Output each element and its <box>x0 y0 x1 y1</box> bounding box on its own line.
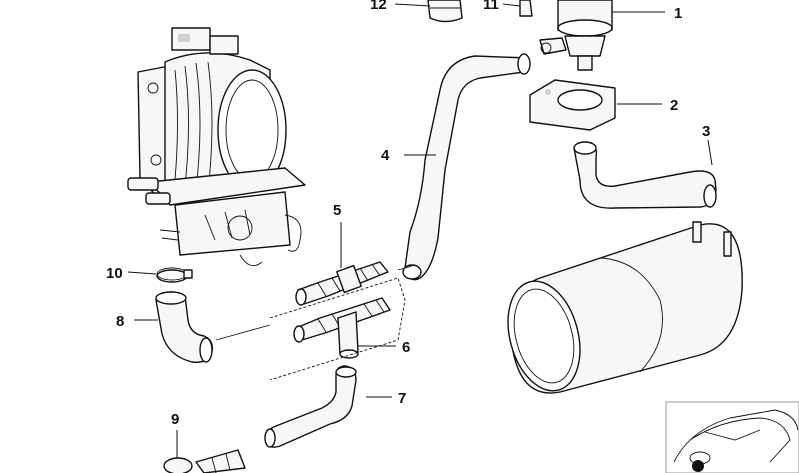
callout-2: 2 <box>670 97 678 114</box>
part-11-clip <box>519 0 533 17</box>
part-4-hose <box>402 53 531 281</box>
part-6-t-connector <box>293 297 391 359</box>
callout-5: 5 <box>333 202 341 219</box>
part-12-fitting <box>427 0 463 23</box>
callout-4: 4 <box>381 147 390 164</box>
carbon-canister <box>507 221 743 394</box>
throttle-body <box>127 27 306 267</box>
part-5-connector <box>295 261 389 306</box>
leader-lines <box>127 3 713 458</box>
part-9-connector <box>163 449 246 473</box>
car-location-thumbnail-icon <box>665 401 799 473</box>
part-2-bracket <box>529 79 616 131</box>
callout-8: 8 <box>116 313 124 330</box>
callout-10: 10 <box>106 265 123 282</box>
part-3-hose <box>573 141 717 209</box>
callout-7: 7 <box>398 390 406 407</box>
callout-11: 11 <box>483 0 499 13</box>
callout-9: 9 <box>171 411 179 428</box>
part-1-pump <box>539 0 613 71</box>
part-10-clamp <box>156 267 193 283</box>
part-8-hose <box>155 291 214 363</box>
callout-12: 12 <box>370 0 387 13</box>
callout-3: 3 <box>702 123 710 140</box>
assembly-outline <box>215 265 413 381</box>
part-7-hose <box>264 365 357 448</box>
callout-1: 1 <box>674 5 682 22</box>
callout-6: 6 <box>402 339 410 356</box>
